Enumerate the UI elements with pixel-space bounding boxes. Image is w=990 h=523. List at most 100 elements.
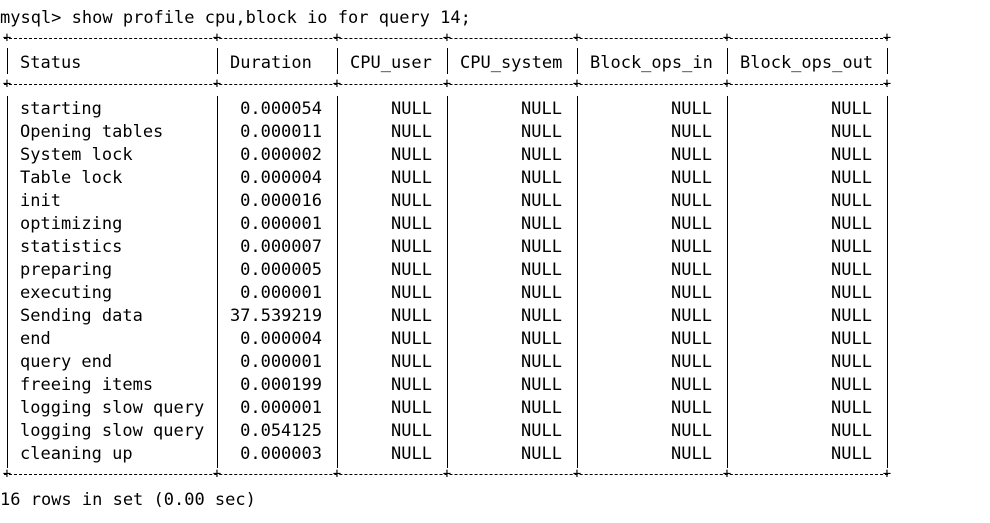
table-cell-block-ops-out: NULL (831, 237, 872, 257)
column-separator (447, 96, 448, 468)
divider-joint: + (332, 30, 342, 46)
table-cell-cpu-system: NULL (521, 444, 562, 464)
table-cell-status: freeing items (20, 375, 154, 395)
table-cell-cpu-system: NULL (521, 168, 562, 188)
table-cell-status: System lock (20, 145, 133, 165)
table-cell-cpu-user: NULL (391, 329, 432, 349)
column-header-cpu-user: CPU_user (350, 53, 432, 73)
table-cell-duration: 0.000016 (240, 191, 322, 211)
table-cell-block-ops-out: NULL (831, 398, 872, 418)
table-cell-cpu-system: NULL (521, 398, 562, 418)
table-cell-block-ops-out: NULL (831, 145, 872, 165)
table-cell-block-ops-out: NULL (831, 214, 872, 234)
table-cell-cpu-system: NULL (521, 191, 562, 211)
table-cell-block-ops-out: NULL (831, 375, 872, 395)
table-cell-block-ops-in: NULL (671, 375, 712, 395)
table-cell-block-ops-in: NULL (671, 99, 712, 119)
divider-joint: + (882, 30, 892, 46)
table-cell-cpu-user: NULL (391, 352, 432, 372)
divider-joint: + (442, 30, 452, 46)
table-cell-duration: 0.054125 (240, 421, 322, 441)
table-cell-cpu-user: NULL (391, 168, 432, 188)
column-separator (217, 48, 218, 74)
table-cell-duration: 0.000007 (240, 237, 322, 257)
table-cell-block-ops-out: NULL (831, 168, 872, 188)
table-cell-block-ops-out: NULL (831, 329, 872, 349)
prompt: mysql> (0, 8, 62, 28)
table-cell-cpu-system: NULL (521, 329, 562, 349)
table-cell-status: logging slow query (20, 398, 205, 418)
table-cell-duration: 0.000002 (240, 145, 322, 165)
table-cell-block-ops-in: NULL (671, 168, 712, 188)
table-cell-block-ops-out: NULL (831, 352, 872, 372)
table-cell-status: Opening tables (20, 122, 164, 142)
table-cell-block-ops-in: NULL (671, 260, 712, 280)
table-divider: +++++++ (3, 76, 891, 92)
command-text: show profile cpu,block io for query 14; (71, 8, 471, 28)
table-cell-duration: 0.000001 (240, 352, 322, 372)
table-cell-status: logging slow query (20, 421, 205, 441)
table-cell-cpu-user: NULL (391, 283, 432, 303)
table-cell-duration: 0.000011 (240, 122, 322, 142)
divider-joint: + (722, 30, 732, 46)
table-cell-cpu-system: NULL (521, 214, 562, 234)
table-cell-duration: 0.000004 (240, 329, 322, 349)
column-separator (7, 96, 8, 468)
table-cell-block-ops-in: NULL (671, 283, 712, 303)
table-cell-duration: 0.000001 (240, 214, 322, 234)
column-separator (577, 96, 578, 468)
table-cell-block-ops-out: NULL (831, 306, 872, 326)
table-cell-cpu-user: NULL (391, 260, 432, 280)
table-cell-status: init (20, 191, 61, 211)
table-cell-duration: 0.000003 (240, 444, 322, 464)
table-cell-cpu-user: NULL (391, 145, 432, 165)
table-cell-block-ops-in: NULL (671, 329, 712, 349)
column-separator (7, 48, 8, 74)
column-header-block-ops-out: Block_ops_out (740, 53, 874, 73)
table-cell-status: starting (20, 99, 102, 119)
table-cell-status: optimizing (20, 214, 123, 234)
divider-joint: + (212, 466, 222, 482)
column-separator (577, 48, 578, 74)
divider-joint: + (722, 76, 732, 92)
table-cell-block-ops-out: NULL (831, 283, 872, 303)
table-cell-duration: 0.000001 (240, 283, 322, 303)
table-cell-cpu-system: NULL (521, 352, 562, 372)
table-cell-block-ops-in: NULL (671, 306, 712, 326)
table-cell-block-ops-in: NULL (671, 237, 712, 257)
table-cell-duration: 0.000001 (240, 398, 322, 418)
table-cell-cpu-user: NULL (391, 421, 432, 441)
table-cell-block-ops-in: NULL (671, 191, 712, 211)
table-cell-cpu-user: NULL (391, 398, 432, 418)
column-separator (337, 96, 338, 468)
table-cell-cpu-system: NULL (521, 122, 562, 142)
table-cell-status: executing (20, 283, 113, 303)
table-cell-block-ops-in: NULL (671, 398, 712, 418)
table-cell-duration: 0.000199 (240, 375, 322, 395)
divider-joint: + (332, 76, 342, 92)
table-cell-cpu-system: NULL (521, 306, 562, 326)
divider-joint: + (572, 466, 582, 482)
divider-joint: + (442, 76, 452, 92)
column-separator (887, 96, 888, 468)
table-cell-cpu-user: NULL (391, 237, 432, 257)
table-cell-cpu-system: NULL (521, 421, 562, 441)
table-cell-cpu-user: NULL (391, 122, 432, 142)
table-cell-block-ops-out: NULL (831, 260, 872, 280)
table-cell-cpu-system: NULL (521, 375, 562, 395)
column-separator (727, 96, 728, 468)
divider-joint: + (212, 76, 222, 92)
divider-joint: + (2, 76, 12, 92)
divider-joint: + (332, 466, 342, 482)
table-cell-duration: 0.000004 (240, 168, 322, 188)
divider-joint: + (2, 466, 12, 482)
table-cell-cpu-user: NULL (391, 99, 432, 119)
table-cell-status: statistics (20, 237, 123, 257)
column-header-cpu-system: CPU_system (460, 53, 563, 73)
column-header-status: Status (20, 53, 82, 73)
table-cell-cpu-user: NULL (391, 375, 432, 395)
table-cell-cpu-user: NULL (391, 214, 432, 234)
table-cell-status: preparing (20, 260, 113, 280)
table-cell-status: query end (20, 352, 113, 372)
